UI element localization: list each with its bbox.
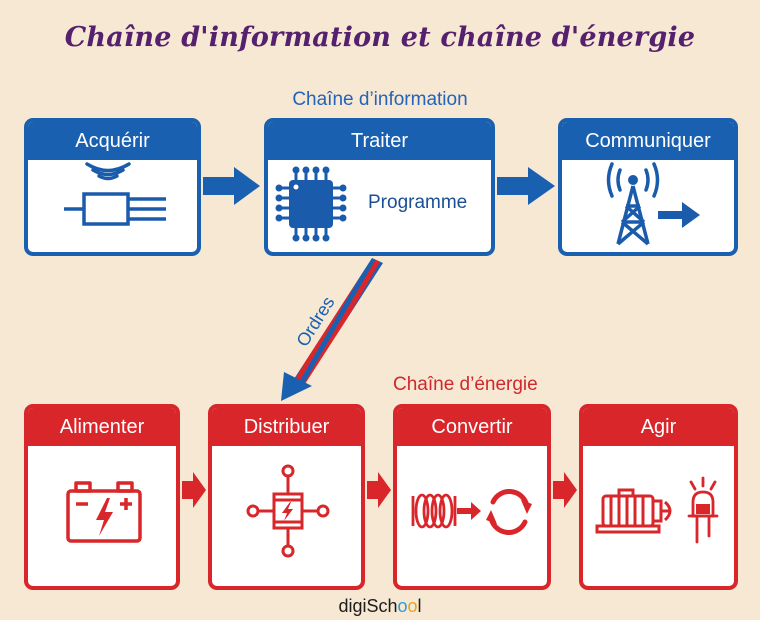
- arrow-convertir-agir: [553, 472, 577, 508]
- motor-led-icon: [595, 476, 719, 544]
- arrow-distribuer-convertir: [367, 472, 391, 508]
- info-chain-label: Chaîne d’information: [292, 89, 468, 110]
- block-convertir-title: Convertir: [397, 408, 547, 446]
- battery-icon: [66, 481, 142, 543]
- block-traiter: Traiter Programme: [264, 118, 495, 256]
- block-distribuer: Distribuer: [208, 404, 365, 590]
- distributor-icon: [246, 464, 330, 558]
- block-traiter-title: Traiter: [268, 122, 491, 160]
- block-acquerir: Acquérir: [24, 118, 201, 256]
- block-acquerir-title: Acquérir: [28, 122, 197, 160]
- block-communiquer: Communiquer: [558, 118, 738, 256]
- block-alimenter: Alimenter: [24, 404, 180, 590]
- block-distribuer-title: Distribuer: [212, 408, 361, 446]
- digischool-logo: digiSchool: [338, 596, 422, 616]
- antenna-tower-icon: [606, 162, 700, 246]
- programme-label: Programme: [368, 192, 468, 213]
- energy-chain-label: Chaîne d’énergie: [393, 374, 538, 395]
- block-communiquer-title: Communiquer: [562, 122, 734, 160]
- coil-rotation-icon: [411, 489, 532, 535]
- arrow-acquerir-traiter: [203, 167, 260, 205]
- orders-arrow: [281, 258, 383, 401]
- sensor-icon: [64, 162, 166, 226]
- arrow-traiter-communiquer: [497, 167, 555, 205]
- block-agir-title: Agir: [583, 408, 734, 446]
- block-convertir: Convertir: [393, 404, 551, 590]
- block-alimenter-title: Alimenter: [28, 408, 176, 446]
- page-title: Chaîne d'information et chaîne d'énergie: [64, 22, 696, 53]
- arrow-alimenter-distribuer: [182, 472, 206, 508]
- microchip-icon: [275, 166, 347, 242]
- block-agir: Agir: [579, 404, 738, 590]
